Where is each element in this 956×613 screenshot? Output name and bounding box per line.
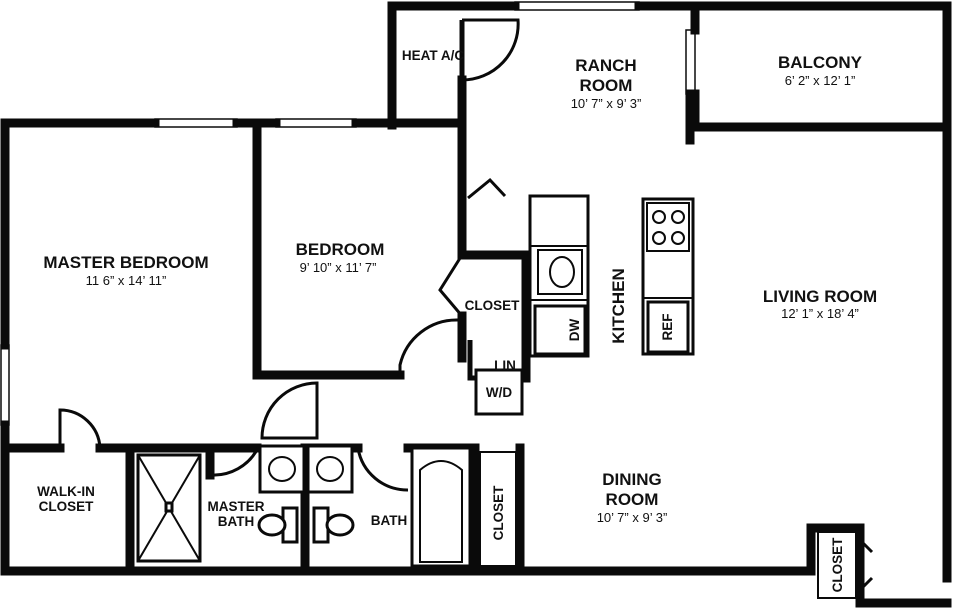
label-dishwasher: DW (567, 319, 582, 342)
label-linen: LIN (494, 358, 516, 373)
label-closet-hall: CLOSET (465, 298, 521, 313)
dims-bedroom: 9’ 10” x 11’ 7” (300, 260, 377, 275)
door-walk-in-closet (58, 408, 102, 449)
label-bath: BATH (371, 513, 408, 528)
label-refrigerator: REF (660, 314, 675, 341)
label-dining-room-2: ROOM (606, 490, 659, 509)
dims-ranch-room: 10’ 7” x 9’ 3” (571, 96, 642, 111)
dims-living-room: 12’ 1” x 18’ 4” (781, 306, 859, 321)
label-heat-ac: HEAT A/C (402, 48, 464, 63)
label-master-bath-2: BATH (218, 514, 255, 529)
door-heat-ac (461, 18, 520, 82)
label-balcony: BALCONY (778, 53, 863, 72)
label-washer-dryer: W/D (486, 385, 512, 400)
door-entry-closet (858, 538, 874, 592)
dishwasher (533, 304, 587, 356)
label-walk-in-1: WALK-IN (37, 484, 95, 499)
window-ranch-room (514, 1, 640, 11)
vanity-sink-master (258, 444, 306, 494)
dims-dining-room: 10’ 7” x 9’ 3” (597, 510, 668, 525)
bath-closet (479, 451, 517, 567)
cooktop (646, 202, 690, 252)
label-living-room: LIVING ROOM (763, 287, 877, 306)
vanity-sink-bath (306, 444, 354, 494)
label-kitchen: KITCHEN (609, 268, 628, 344)
window-master-bedroom (154, 118, 238, 128)
door-master-bedroom (260, 381, 319, 440)
window-balcony-door (685, 29, 696, 95)
label-walk-in-2: CLOSET (39, 499, 95, 514)
label-ranch-room-1: RANCH (575, 56, 636, 75)
entry-closet (817, 531, 857, 599)
door-bedroom (398, 318, 459, 375)
door-bath (356, 447, 409, 492)
label-ranch-room-2: ROOM (580, 76, 633, 95)
label-closet-bath: CLOSET (491, 485, 506, 541)
window-bedroom (275, 118, 357, 128)
door-hall-closet (438, 254, 464, 317)
dims-balcony: 6’ 2” x 12’ 1” (785, 73, 856, 88)
fixtures (136, 194, 857, 599)
window-master-side (0, 344, 10, 426)
label-master-bedroom: MASTER BEDROOM (43, 253, 208, 272)
label-bedroom: BEDROOM (296, 240, 385, 259)
doors (58, 18, 874, 592)
washer-dryer (474, 368, 524, 416)
label-dining-room-1: DINING (602, 470, 662, 489)
label-closet-entry: CLOSET (830, 537, 845, 593)
refrigerator (646, 300, 690, 354)
dims-master-bedroom: 11 6” x 14’ 11” (86, 273, 167, 288)
door-master-bath (209, 447, 260, 477)
label-master-bath-1: MASTER (208, 499, 265, 514)
kitchen-sink (537, 249, 583, 295)
labels: HEAT A/C RANCH ROOM 10’ 7” x 9’ 3” BALCO… (37, 48, 877, 592)
door-ranch (467, 177, 507, 200)
